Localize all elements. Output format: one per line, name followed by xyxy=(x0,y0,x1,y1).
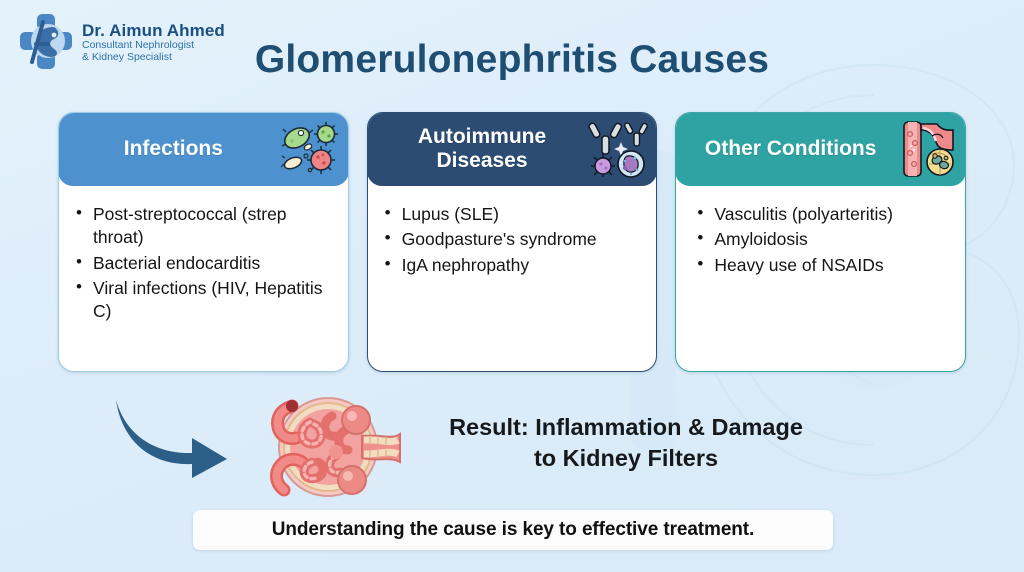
card-autoimmune-diseases-list: Lupus (SLE) Goodpasture's syndrome IgA n… xyxy=(382,202,643,277)
card-other-conditions-list: Vasculitis (polyarteritis) Amyloidosis H… xyxy=(694,202,951,277)
list-item: Post-streptococcal (strep throat) xyxy=(73,202,334,250)
card-other-conditions-body: Vasculitis (polyarteritis) Amyloidosis H… xyxy=(676,185,965,371)
card-other-conditions-title: Other Conditions xyxy=(704,137,877,161)
kidney-medical-cross-logo-icon xyxy=(20,14,72,69)
causes-card-group: Infections xyxy=(58,112,967,372)
list-item: IgA nephropathy xyxy=(382,253,643,277)
card-autoimmune-diseases-header: Autoimmune Diseases xyxy=(367,113,657,186)
list-item: Vasculitis (polyarteritis) xyxy=(694,202,951,226)
list-item: Bacterial endocarditis xyxy=(73,251,334,275)
card-infections-header: Infections xyxy=(58,113,348,186)
brand-subtitle-line1: Consultant Nephrologist xyxy=(82,38,195,51)
curved-right-arrow-icon xyxy=(116,400,227,478)
result-statement: Result: Inflammation & Damage to Kidney … xyxy=(414,412,838,473)
brand-subtitle-line2: & Kidney Specialist xyxy=(82,50,172,63)
card-infections-list: Post-streptococcal (strep throat) Bacter… xyxy=(73,202,334,324)
glomerulus-kidney-filter-illustration xyxy=(270,397,401,497)
card-autoimmune-diseases: Autoimmune Diseases xyxy=(366,112,658,372)
footer-banner: Understanding the cause is key to effect… xyxy=(193,510,833,550)
list-item: Amyloidosis xyxy=(694,227,951,251)
card-infections: Infections xyxy=(58,112,349,372)
card-other-conditions: Other Conditions xyxy=(675,112,967,372)
blood-vessel-inflammation-icon xyxy=(903,121,954,177)
footer-text: Understanding the cause is key to effect… xyxy=(271,519,755,540)
brand-logo: Dr. Aimun Ahmed Consultant Nephrologist … xyxy=(18,12,225,72)
antibody-immune-cell-icon xyxy=(588,122,649,178)
result-section: Result: Inflammation & Damage to Kidney … xyxy=(0,392,1024,502)
result-line-1: Result: Inflammation & Damage xyxy=(449,414,803,440)
list-item: Heavy use of NSAIDs xyxy=(694,253,951,277)
card-autoimmune-diseases-body: Lupus (SLE) Goodpasture's syndrome IgA n… xyxy=(368,185,657,371)
card-infections-title: Infections xyxy=(123,137,223,161)
result-line-2: to Kidney Filters xyxy=(533,444,719,471)
germs-bacteria-virus-icon xyxy=(280,122,338,174)
brand-name: Dr. Aimun Ahmed xyxy=(82,20,225,40)
card-autoimmune-diseases-title: Autoimmune Diseases xyxy=(417,125,547,172)
list-item: Viral infections (HIV, Hepatitis C) xyxy=(73,276,334,324)
card-infections-body: Post-streptococcal (strep throat) Bacter… xyxy=(59,185,348,371)
page-title: Glomerulonephritis Causes xyxy=(254,38,770,81)
card-other-conditions-header: Other Conditions xyxy=(676,113,966,186)
list-item: Goodpasture's syndrome xyxy=(382,227,643,251)
list-item: Lupus (SLE) xyxy=(382,202,643,226)
